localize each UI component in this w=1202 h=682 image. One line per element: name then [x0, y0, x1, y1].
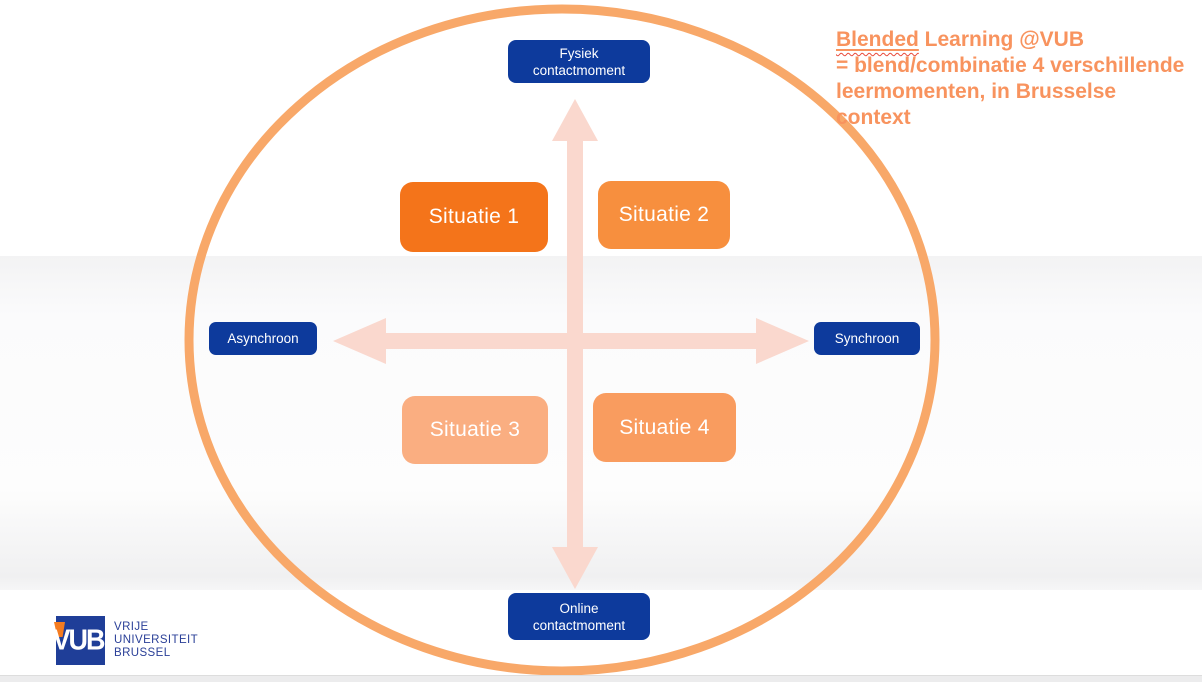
arrowhead-left-icon [333, 318, 386, 364]
arrowhead-up-icon [552, 99, 598, 141]
vub-logo-line-2: UNIVERSITEIT [114, 634, 199, 646]
title-line-1-rest: Learning @VUB [918, 28, 1085, 51]
axis-label-line: contactmoment [532, 617, 626, 633]
axis-label-fysiek-contactmoment: Fysiek contactmoment [508, 40, 650, 83]
axis-label-line: Online [559, 600, 599, 616]
slide-bottom-strip [0, 675, 1202, 682]
situatie-3-label: Situatie 3 [429, 418, 521, 441]
axis-label-line: contactmoment [532, 62, 626, 78]
title-line-3: leermomenten, in Brusselse context [836, 80, 1117, 129]
axis-label-synchroon: Synchroon [814, 322, 920, 355]
axis-label-line: Asynchroon [227, 331, 299, 346]
axis-label-line: Fysiek [559, 45, 599, 61]
arrowhead-down-icon [552, 547, 598, 589]
situatie-4-label: Situatie 4 [619, 415, 710, 439]
title-line-1: Blended Learning @VUB [836, 27, 1192, 53]
axis-label-online-contactmoment: Online contactmoment [508, 593, 650, 640]
situatie-4-box: Situatie 4 [593, 393, 736, 462]
vub-logo-wordmark: VRIJE UNIVERSITEIT BRUSSEL [114, 621, 198, 660]
situatie-1-label: Situatie 1 [428, 205, 520, 228]
circle-outline [184, 4, 940, 676]
vub-logo-square: VUB [52, 616, 106, 665]
situatie-2-box: Situatie 2 [598, 181, 730, 249]
vub-logo: VUB VRIJE UNIVERSITEIT BRUSSEL [52, 616, 198, 665]
vub-logo-acronym: VUB [52, 624, 105, 656]
situatie-1-box: Situatie 1 [400, 182, 548, 252]
title-line-2: = blend/combinatie 4 verschillende [836, 54, 1185, 77]
axis-label-asynchroon: Asynchroon [209, 322, 317, 355]
vub-logo-accent-icon [54, 622, 65, 637]
vub-logo-line-3: BRUSSEL [114, 647, 171, 659]
arrowhead-right-icon [756, 318, 809, 364]
horizontal-axis-arrow [333, 318, 809, 364]
situatie-3-box: Situatie 3 [402, 396, 548, 464]
slide-title: Blended Learning @VUB = blend/combinatie… [836, 27, 1192, 131]
axis-label-line: Synchroon [834, 331, 900, 346]
vub-logo-line-1: VRIJE [114, 621, 149, 633]
title-word-blended: Blended [836, 28, 919, 51]
situatie-2-label: Situatie 2 [618, 203, 710, 226]
